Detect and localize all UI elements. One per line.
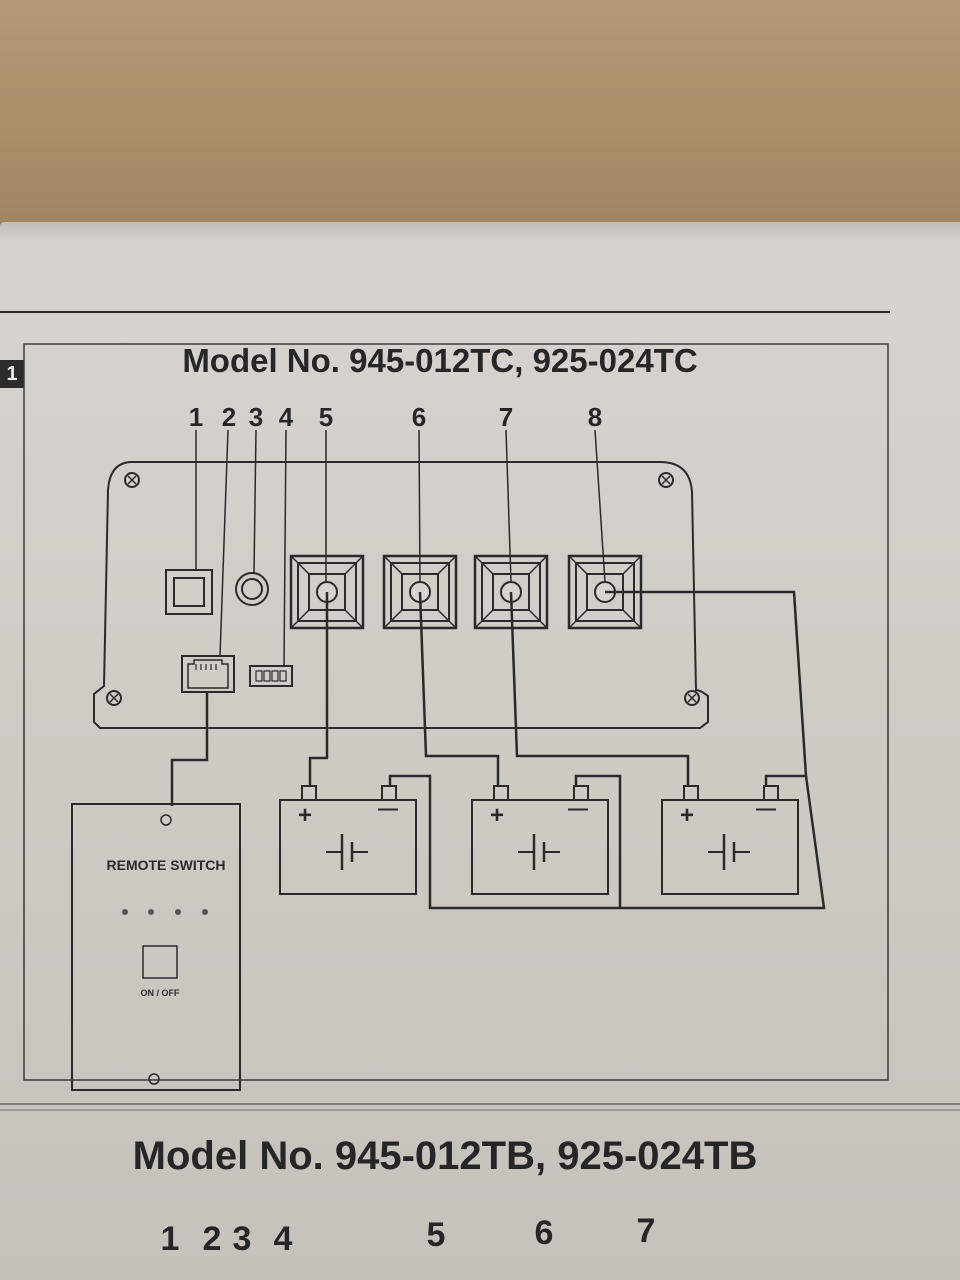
figure-2-title: Model No. 945-012TB, 925-024TB (132, 1134, 758, 1178)
callout-b-3: 3 (232, 1220, 252, 1258)
callout-8: 8 (587, 402, 603, 432)
remote-port-icon (181, 655, 235, 693)
callout-2: 2 (221, 402, 237, 432)
callout-4: 4 (278, 402, 294, 432)
power-switch-icon (165, 569, 213, 615)
remote-switch-panel: REMOTE SWITCH ON / OFF (71, 803, 241, 1091)
section-number-badge: 1 (0, 360, 24, 388)
screw-bottom-left-icon (106, 690, 122, 706)
indicator-light-icon (235, 572, 269, 606)
callout-1: 1 (188, 402, 204, 432)
callout-b-6: 6 (534, 1214, 554, 1252)
battery-wiring (170, 590, 826, 910)
dip-switch-icon (249, 665, 293, 687)
callout-leaders (195, 429, 606, 667)
desk-background (0, 0, 960, 260)
callout-5: 5 (318, 402, 334, 432)
callout-7: 7 (498, 402, 514, 432)
battery-3-plus-label: + (680, 802, 695, 829)
callout-b-4: 4 (273, 1220, 293, 1258)
battery-2-plus-label: + (490, 802, 505, 829)
figure-1-title: Model No. 945-012TC, 925-024TC (182, 342, 698, 379)
on-off-button (142, 945, 178, 979)
screw-bottom-right-icon (684, 690, 700, 706)
remote-switch-label: REMOTE SWITCH (107, 857, 226, 873)
figure-1-frame (23, 343, 889, 1081)
callout-6: 6 (411, 402, 427, 432)
battery-3-minus-label: — (756, 798, 776, 820)
callout-b-5: 5 (426, 1216, 446, 1254)
battery-2-minus-label: — (568, 798, 588, 820)
on-off-label: ON / OFF (141, 988, 180, 998)
page-edge-shadow (0, 222, 960, 242)
charger-enclosure (93, 461, 709, 729)
callout-b-7: 7 (636, 1212, 656, 1250)
screw-top-left-icon (124, 472, 140, 488)
battery-1-minus-label: — (378, 798, 398, 820)
screw-top-right-icon (658, 472, 674, 488)
callout-b-1: 1 (160, 1220, 180, 1258)
callout-b-2: 2 (202, 1220, 222, 1258)
callout-3: 3 (248, 402, 264, 432)
battery-1-plus-label: + (298, 802, 313, 829)
